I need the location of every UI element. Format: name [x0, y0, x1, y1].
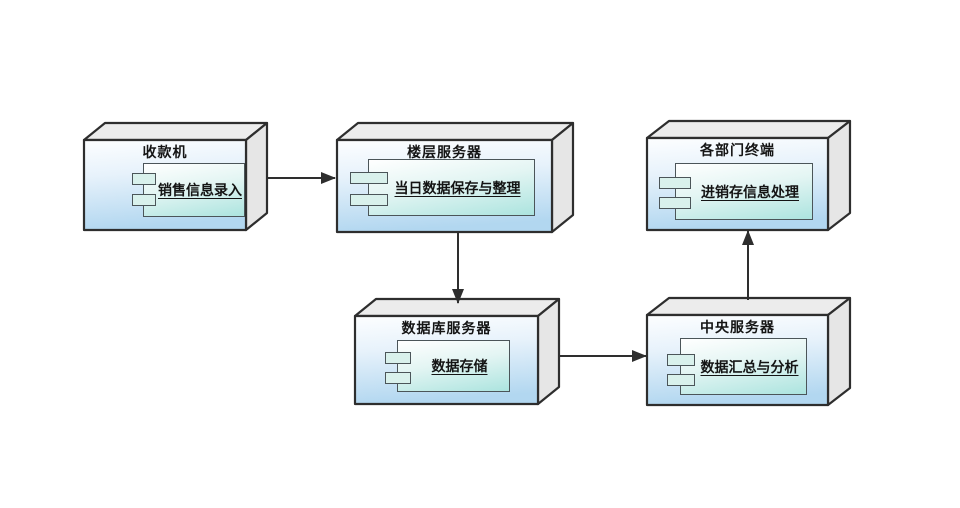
- component-tab-icon: [659, 197, 691, 209]
- box-side-face: [536, 297, 561, 406]
- component-label: 当日数据保存与整理: [394, 179, 521, 196]
- node-cashier[interactable]: 收款机 销售信息录入: [82, 121, 269, 232]
- component-tab-icon: [385, 352, 411, 364]
- box-top-face: [335, 121, 575, 142]
- node-db-server[interactable]: 数据库服务器 数据存储: [353, 297, 561, 406]
- node-label-db-server: 数据库服务器: [401, 320, 492, 336]
- component-tab-icon: [132, 173, 156, 185]
- component-daily-data-save[interactable]: 当日数据保存与整理: [350, 159, 535, 216]
- component-sales-entry[interactable]: 销售信息录入: [132, 163, 245, 217]
- node-label-cashier: 收款机: [142, 144, 188, 160]
- component-tab-icon: [132, 194, 156, 206]
- component-inventory-info[interactable]: 进销存信息处理: [659, 163, 813, 220]
- component-data-analysis[interactable]: 数据汇总与分析: [667, 338, 807, 395]
- box-side-face: [826, 119, 852, 232]
- component-tab-icon: [350, 194, 388, 206]
- component-tab-icon: [667, 374, 695, 386]
- component-tab-icon: [659, 177, 691, 189]
- component-tab-icon: [350, 172, 388, 184]
- box-top-face: [353, 297, 561, 318]
- component-label: 数据存储: [431, 358, 488, 374]
- box-top-face: [645, 119, 852, 140]
- node-label-dept-terminal: 各部门终端: [700, 142, 775, 158]
- node-central-server[interactable]: 中央服务器 数据汇总与分析: [645, 296, 852, 407]
- component-label: 销售信息录入: [158, 182, 242, 198]
- component-data-storage[interactable]: 数据存储: [385, 340, 510, 392]
- component-label: 进销存信息处理: [701, 183, 799, 200]
- component-tab-icon: [667, 354, 695, 366]
- box-top-face: [645, 296, 852, 317]
- box-side-face: [826, 296, 852, 407]
- node-label-central-server: 中央服务器: [700, 319, 775, 335]
- box-top-face: [82, 121, 269, 142]
- box-side-face: [550, 121, 575, 234]
- component-label: 数据汇总与分析: [700, 358, 799, 375]
- node-label-floor-server: 楼层服务器: [407, 144, 482, 160]
- node-dept-terminal[interactable]: 各部门终端 进销存信息处理: [645, 119, 852, 232]
- component-tab-icon: [385, 372, 411, 384]
- node-floor-server[interactable]: 楼层服务器 当日数据保存与整理: [335, 121, 575, 234]
- box-side-face: [244, 121, 269, 232]
